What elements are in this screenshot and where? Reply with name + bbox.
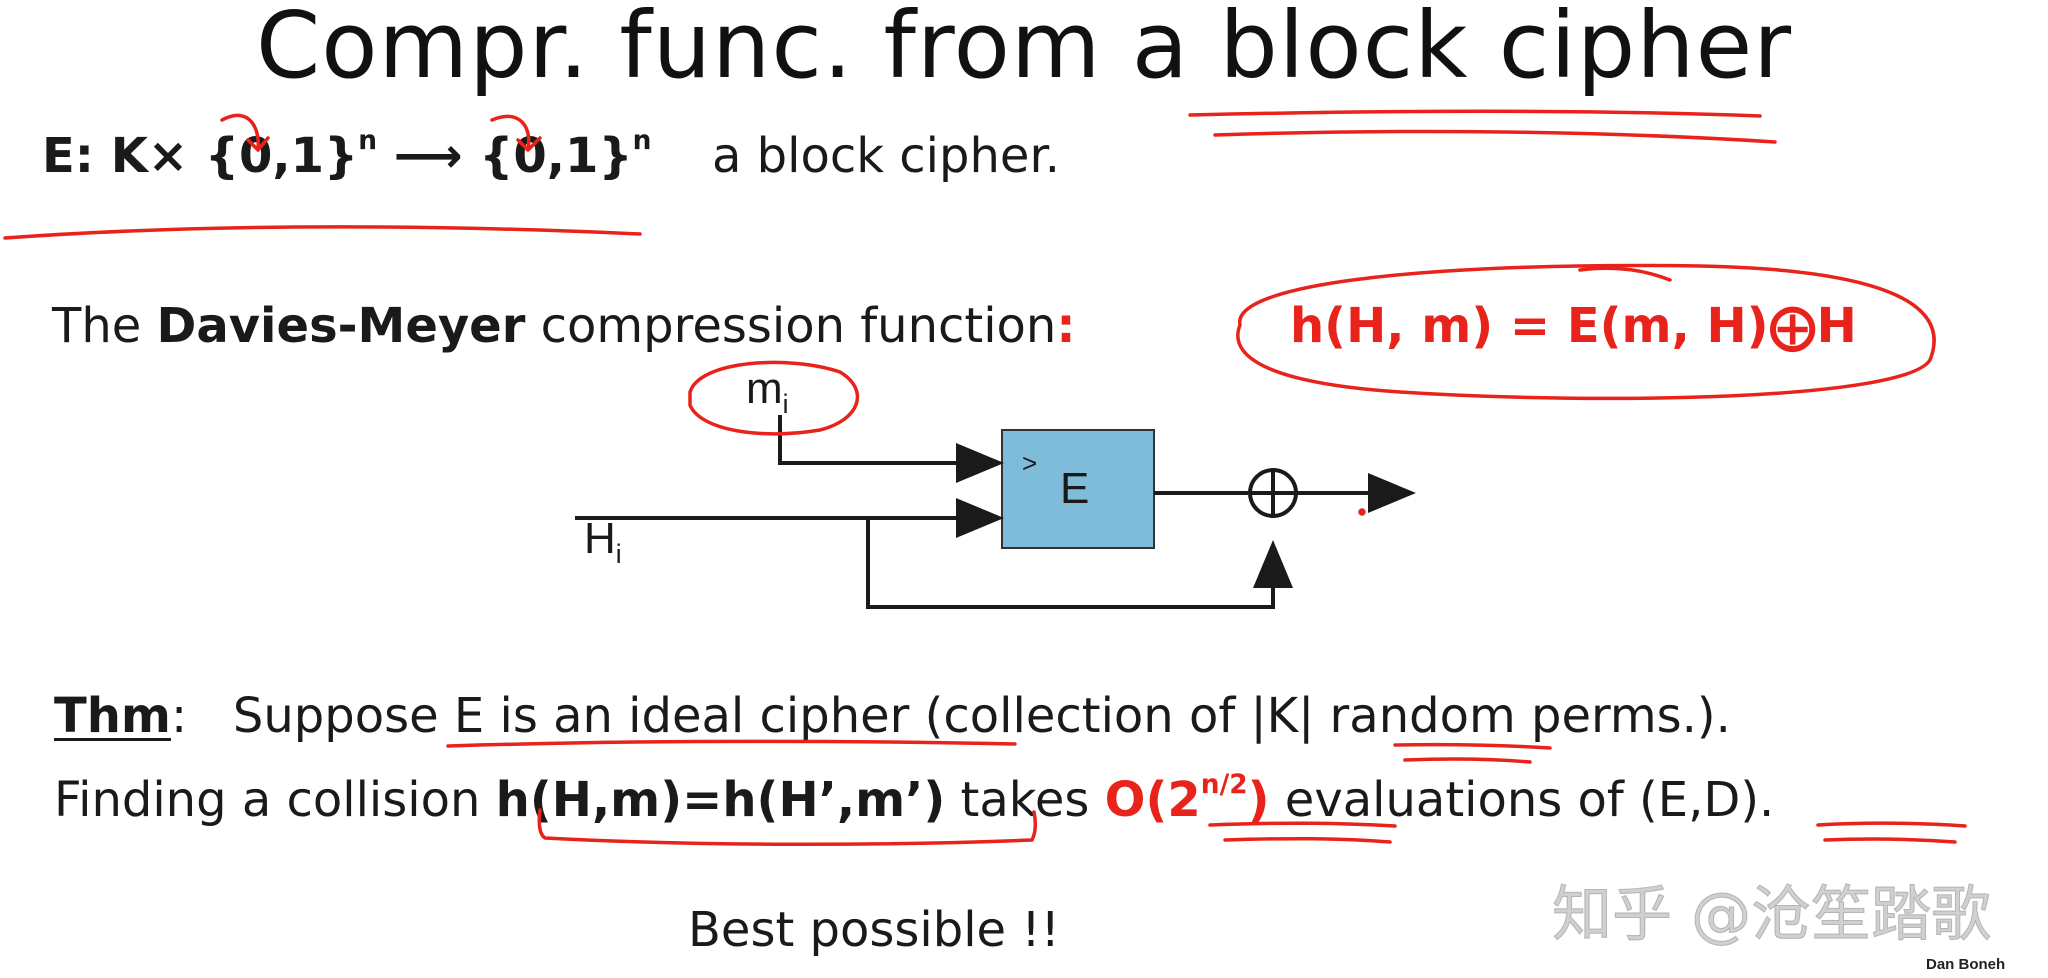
collision-line: Finding a collision h(H,m)=h(H’,m’) take… <box>54 771 1774 824</box>
cipher-underline <box>3 225 642 240</box>
davies-meyer-formula: h(H, m) = E(m, H)⨁H <box>1290 298 1857 354</box>
feed-forward-wire <box>866 518 1293 609</box>
cipher-exponent-2: n <box>632 125 652 157</box>
cipher-box-label: E <box>1060 464 1090 513</box>
collision-ed: (E,D) <box>1639 772 1760 828</box>
ed-underline-1 <box>1816 821 1967 828</box>
theorem-ideal-cipher: E is an ideal cipher <box>453 688 910 744</box>
collision-mid: takes <box>945 772 1105 828</box>
h-label-text: H <box>584 514 616 563</box>
title-underline-2 <box>1213 129 1777 144</box>
cipher-suffix: a block cipher. <box>712 128 1061 184</box>
davies-prefix: The <box>52 298 157 354</box>
complexity-close: ) <box>1247 772 1270 828</box>
theorem-colon: : <box>170 688 188 744</box>
key-space-underline-2 <box>1403 757 1532 764</box>
box-input-marker: > <box>1022 448 1038 478</box>
slide-title: Compr. func. from a block cipher <box>255 0 1793 99</box>
theorem-text-post: (collection of <box>909 688 1251 744</box>
theorem-text-end: random perms.). <box>1314 688 1731 744</box>
m-input-wire <box>778 415 1004 483</box>
davies-meyer-name: Davies-Meyer <box>156 298 526 354</box>
title-underline-1 <box>1188 109 1762 118</box>
xor-icon <box>1248 468 1298 518</box>
davies-middle: compression function <box>525 298 1057 354</box>
davies-colon: : <box>1056 298 1076 354</box>
davies-meyer-line: The Davies-Meyer compression function: <box>52 302 1076 350</box>
theorem-key-space: |K| <box>1250 688 1315 744</box>
collision-complexity: O(2n/2) <box>1104 769 1270 828</box>
cipher-prefix: E: K× {0,1} <box>42 128 359 184</box>
formula-tick <box>1578 266 1672 282</box>
collision-formula: h(H,m)=h(H’,m’) <box>495 772 946 828</box>
theorem-text-pre: Suppose <box>232 688 454 744</box>
collision-end: . <box>1759 772 1775 828</box>
theorem-line: Thm: Suppose E is an ideal cipher (colle… <box>54 692 1731 740</box>
author-credit: Dan Boneh <box>1926 956 2006 973</box>
m-label-subscript: i <box>782 388 789 419</box>
theorem-label: Thm <box>54 688 171 744</box>
h-input-label: Hi <box>584 514 622 570</box>
h-label-subscript: i <box>615 538 622 569</box>
complexity-base: O(2 <box>1104 772 1201 828</box>
watermark: 知乎 @沧笙踏歌 <box>1551 880 1992 951</box>
collision-pre: Finding a collision <box>54 772 496 828</box>
cipher-definition: E: K× {0,1}n ⟶ {0,1}n <box>42 127 651 180</box>
cipher-exponent-1: n <box>358 125 377 157</box>
collision-post: evaluations of <box>1269 772 1640 828</box>
complexity-exponent: n/2 <box>1200 769 1248 801</box>
annotation-dot <box>1358 508 1366 516</box>
ed-underline-2 <box>1823 837 1957 844</box>
m-label-text: m <box>746 364 783 413</box>
complexity-underline-2 <box>1223 836 1392 844</box>
m-input-label: mi <box>746 364 789 420</box>
key-space-underline-1 <box>1393 742 1552 750</box>
cipher-arrow: ⟶ {0,1} <box>377 128 633 184</box>
best-possible-text: Best possible !! <box>688 902 1060 958</box>
